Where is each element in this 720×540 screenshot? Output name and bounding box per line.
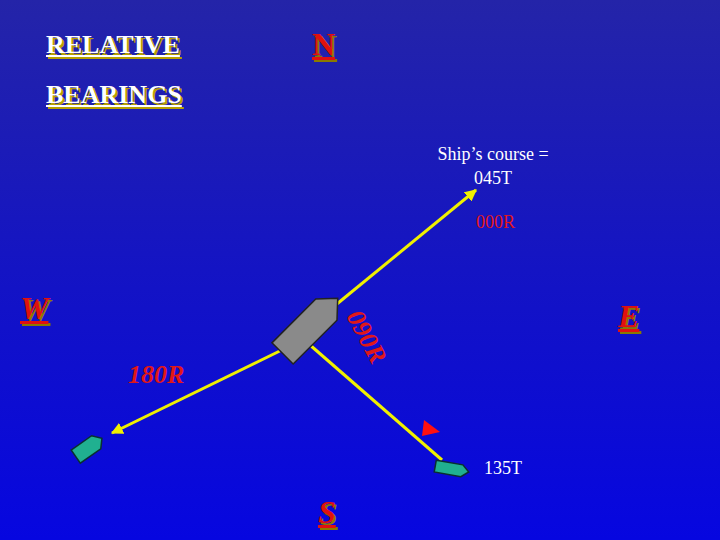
compass-point: E: [618, 298, 639, 335]
course-note: Ship’s course = 045T: [418, 142, 568, 190]
compass-point: N: [312, 26, 335, 63]
red-arrowhead: [422, 420, 440, 436]
bearing-line: [112, 346, 290, 433]
course-line: [332, 190, 476, 308]
target-ship: [71, 432, 106, 463]
bearing-label: 090R: [340, 305, 393, 369]
slide-title: RELATIVE BEARINGS: [46, 20, 221, 120]
bearing-label: 180R: [128, 360, 184, 390]
compass-point: S: [318, 494, 336, 531]
bearing-label: 000R: [476, 212, 515, 233]
target-ship: [434, 460, 470, 478]
own-ship: [272, 288, 348, 364]
bearing-label: 135T: [484, 456, 522, 480]
compass-point: W: [20, 290, 48, 327]
